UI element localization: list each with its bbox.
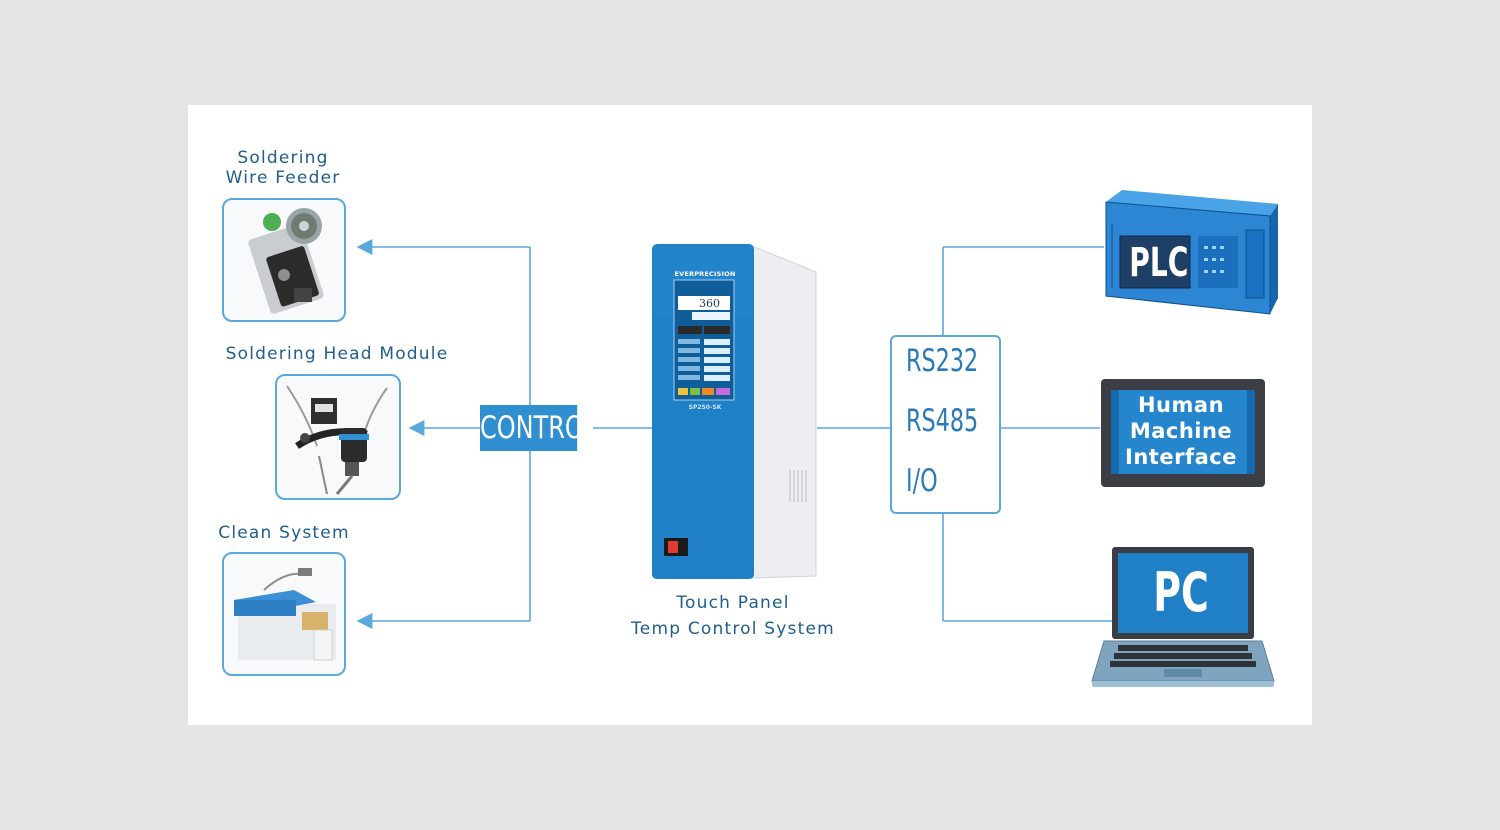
clean-system-label: Clean System (218, 523, 350, 543)
wire-feeder-picture (222, 198, 346, 322)
hmi-label-line-3: Interface (1125, 445, 1237, 469)
clean-system-icon (234, 568, 336, 661)
protocol-rs232: RS232 (906, 343, 979, 379)
plc-label: PLC (1129, 240, 1189, 286)
hmi-label: Human Machine Interface (1116, 392, 1246, 470)
hmi-icon (1101, 379, 1265, 487)
controller-unit-icon (652, 244, 817, 579)
controller-model: SP250-SK (688, 404, 722, 411)
wire-feeder-icon (248, 208, 324, 314)
soldering-head-icon (286, 385, 388, 495)
wire-feeder-label-line-2: Wire Feeder (225, 168, 341, 188)
control-label: CONTROL (480, 405, 597, 451)
controller-label-line-2: Temp Control System (631, 619, 835, 639)
hmi-label-line-2: Machine (1129, 419, 1233, 443)
protocol-box: RS232 RS485 I/O (890, 335, 1001, 514)
laptop-icon (1091, 547, 1275, 687)
protocol-rs485: RS485 (906, 403, 979, 439)
hmi-label-line-1: Human (1137, 393, 1225, 417)
head-module-label: Soldering Head Module (225, 344, 449, 364)
plc-icon (1105, 190, 1278, 315)
pc-label: PC (1153, 561, 1209, 624)
controller-brand: EVERPRECISION (674, 270, 736, 278)
clean-system-picture (222, 552, 346, 676)
protocol-io: I/O (906, 463, 938, 499)
head-module-picture (275, 374, 401, 500)
controller-temperature: 360 (699, 297, 720, 310)
wire-feeder-label: Soldering Wire Feeder (208, 148, 358, 188)
controller-label: Touch Panel Temp Control System (608, 590, 858, 642)
wire-feeder-label-line-1: Soldering (237, 148, 329, 168)
controller-label-line-1: Touch Panel (676, 593, 790, 613)
